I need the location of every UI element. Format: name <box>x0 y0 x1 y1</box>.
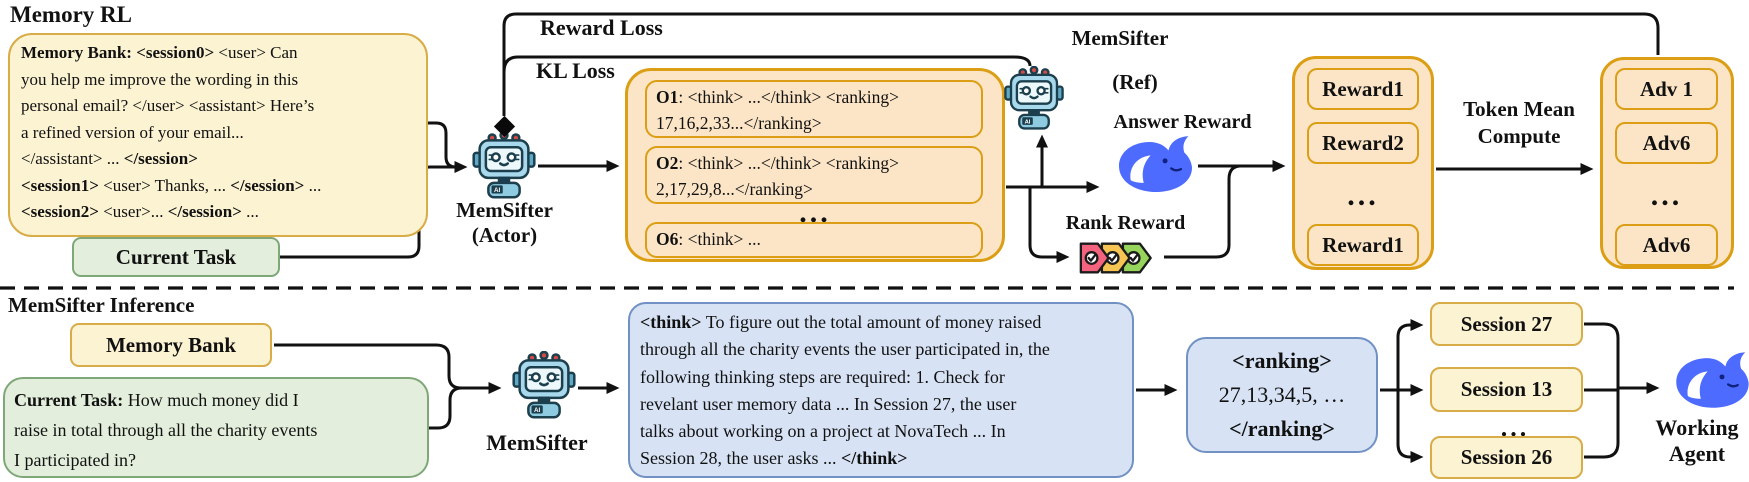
answer-reward-whale-icon <box>1108 134 1196 196</box>
section-title-inference: MemSifter Inference <box>8 293 195 317</box>
reward-box-1: Reward1 <box>1307 68 1419 110</box>
working-agent-line: Working <box>1655 415 1739 440</box>
output-o1-box: O1: <think> ...</think> <ranking> 17,16,… <box>645 80 983 138</box>
output-o6-line: O6: <think> ... <box>656 229 761 249</box>
output-o1-line: 17,16,2,33...</ranking> <box>656 113 822 133</box>
current-task-box-inference: Current Task: How much money did I raise… <box>3 377 429 478</box>
output-o6-box: O6: <think> ... <box>645 222 983 258</box>
token-mean-line: Token Mean <box>1463 97 1575 121</box>
inference-model-label: MemSifter <box>486 430 588 455</box>
reward-loss-label: Reward Loss <box>540 15 663 40</box>
think-output-box: <think> To figure out the total amount o… <box>628 302 1134 478</box>
memory-bank-line: </assistant> ... </session> <box>21 149 198 168</box>
actor-label-name: MemSifter <box>456 198 553 222</box>
rewards-ellipsis: ... <box>1347 179 1379 212</box>
output-o2-line: O2: <think> ...</think> <ranking> <box>656 153 899 173</box>
token-mean-compute-label: Token Mean Compute <box>1436 96 1602 150</box>
answer-reward-label: Answer Reward <box>1113 111 1252 133</box>
adv-box-1: Adv 1 <box>1615 68 1718 110</box>
think-line: Session 28, the user asks ... </think> <box>640 448 908 469</box>
ranking-output-box: <ranking> 27,13,34,5, … </ranking> <box>1186 337 1378 453</box>
think-line: <think> To figure out the total amount o… <box>640 312 1042 332</box>
memory-bank-line: you help me improve the wording in this <box>21 69 299 89</box>
ranking-open-tag: <ranking> <box>1232 348 1332 373</box>
current-task-line: Current Task: How much money did I <box>14 390 299 410</box>
ref-label-role: (Ref) <box>1112 70 1158 94</box>
memory-bank-box: Memory Bank: <session0> <user> Can you h… <box>8 33 428 237</box>
think-line: through all the charity events the user … <box>640 339 1050 360</box>
memory-bank-box-inference: Memory Bank <box>70 323 272 367</box>
output-o1-line: O1: <think> ...</think> <ranking> <box>656 87 899 107</box>
reward-box-last: Reward1 <box>1307 224 1419 266</box>
session-box-13: Session 13 <box>1430 367 1583 412</box>
ranking-values: 27,13,34,5, … <box>1218 382 1346 407</box>
rank-reward-tags-icon <box>1076 241 1168 275</box>
outputs-ellipsis: ... <box>799 196 831 229</box>
think-line: talks about working on a project at Nova… <box>640 421 1006 442</box>
current-task-line: I participated in? <box>14 450 136 470</box>
token-mean-line: Compute <box>1477 124 1561 148</box>
working-agent-label: Working Agent <box>1642 415 1749 467</box>
adv-box-last: Adv6 <box>1615 224 1718 266</box>
working-agent-whale-icon <box>1668 350 1749 412</box>
think-line: revelant user memory data ... In Session… <box>640 393 1017 414</box>
ref-label-name: MemSifter <box>1071 26 1169 50</box>
session-box-27: Session 27 <box>1430 302 1583 346</box>
actor-label: MemSifter (Actor) <box>432 198 577 248</box>
actor-robot-icon <box>472 131 536 201</box>
think-line: following thinking steps are required: 1… <box>640 366 1005 387</box>
ref-robot-icon <box>1004 66 1064 132</box>
reward-box-2: Reward2 <box>1307 122 1419 164</box>
memory-bank-line: Memory Bank: <session0> <user> Can <box>21 43 298 62</box>
memory-bank-line: a refined version of your email... <box>21 122 244 142</box>
working-agent-line: Agent <box>1668 441 1726 466</box>
memory-bank-line: <session1> <user> Thanks, ... </session>… <box>21 175 322 195</box>
ranking-close-tag: </ranking> <box>1229 416 1335 441</box>
section-title-memory-rl: Memory RL <box>10 2 132 27</box>
output-o2-line: 2,17,29,8...</ranking> <box>656 179 813 199</box>
memory-bank-line: <session2> <user>... </session> ... <box>21 202 259 221</box>
current-task-box-rl: Current Task <box>72 237 280 277</box>
session-box-26: Session 26 <box>1430 436 1583 479</box>
memory-bank-line: personal email? </user> <assistant> Here… <box>21 96 315 115</box>
adv-box-2: Adv6 <box>1615 122 1718 164</box>
inference-robot-icon <box>512 351 576 421</box>
rank-reward-label: Rank Reward <box>1065 212 1186 234</box>
sessions-ellipsis: ... <box>1500 413 1530 442</box>
output-o2-box: O2: <think> ...</think> <ranking> 2,17,2… <box>645 146 983 204</box>
current-task-line: raise in total through all the charity e… <box>14 420 318 440</box>
advantages-ellipsis: ... <box>1650 179 1683 212</box>
kl-loss-label: KL Loss <box>536 58 615 83</box>
actor-label-role: (Actor) <box>471 223 538 247</box>
